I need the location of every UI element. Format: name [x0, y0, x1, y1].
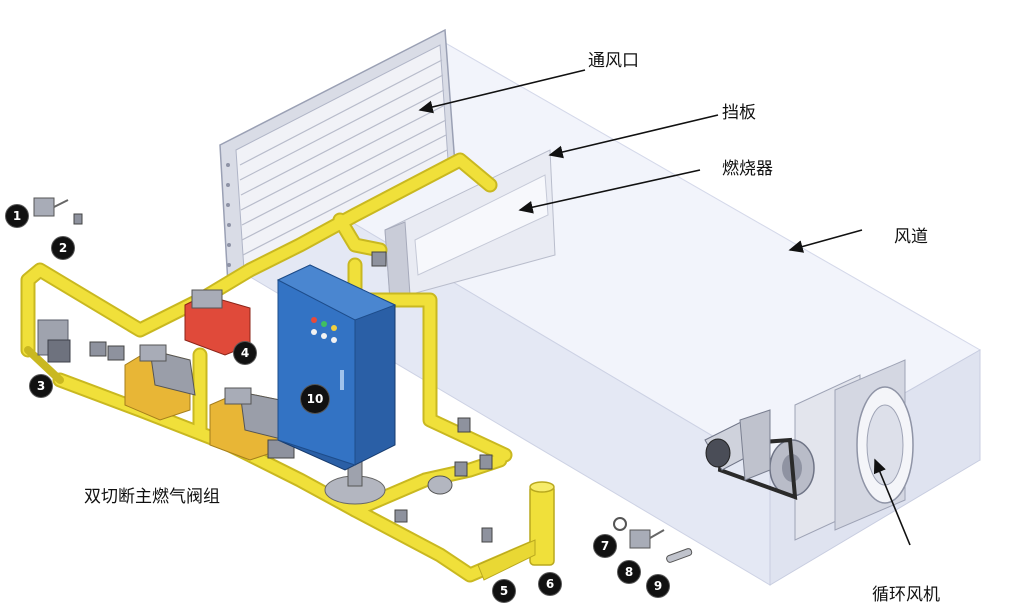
burner-baffle — [384, 149, 556, 301]
marker-2: 2 — [52, 237, 74, 259]
circulation-fan — [704, 359, 914, 541]
marker-7: 7 — [594, 535, 616, 557]
inlet-filter — [477, 481, 555, 581]
marker-5: 5 — [493, 580, 515, 602]
label-baffle: 挡板 — [722, 103, 756, 123]
label-circulation-fan: 循环风机 — [872, 585, 940, 605]
label-vent: 通风口 — [588, 51, 639, 71]
label-valve-group: 双切断主燃气阀组 — [84, 487, 220, 507]
marker-10: 10 — [301, 385, 329, 413]
label-duct: 风道 — [894, 227, 928, 247]
loose-components — [33, 197, 693, 563]
marker-6: 6 — [539, 573, 561, 595]
control-cabinet — [276, 264, 397, 471]
marker-8: 8 — [618, 561, 640, 583]
label-burner: 燃烧器 — [722, 159, 773, 179]
vent-grille — [219, 28, 456, 287]
marker-4: 4 — [234, 342, 256, 364]
marker-1: 1 — [6, 205, 28, 227]
marker-3: 3 — [30, 375, 52, 397]
callout-arrows — [418, 69, 911, 546]
marker-9: 9 — [647, 575, 669, 597]
